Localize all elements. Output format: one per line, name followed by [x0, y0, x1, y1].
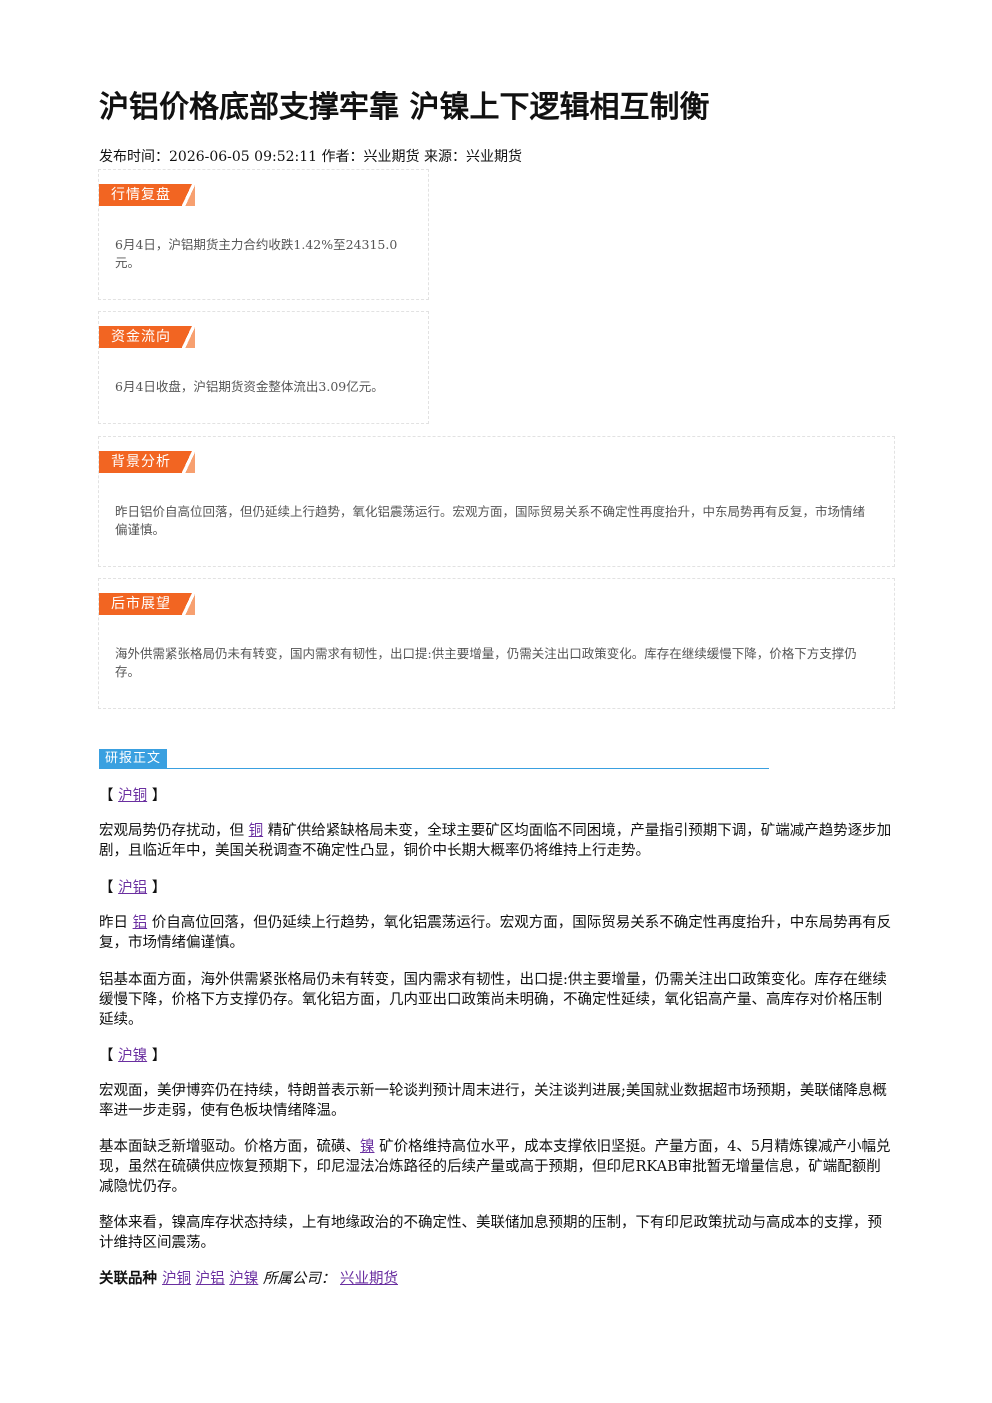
section-market-review: 行情复盘 6月4日，沪铝期货主力合约收跌1.42%至24315.0元。	[98, 169, 429, 300]
section-text: 昨日铝价自高位回落，但仍延续上行趋势，氧化铝震荡运行。宏观方面，国际贸易关系不确…	[115, 504, 866, 537]
report-divider	[99, 768, 769, 769]
related-link-aluminum[interactable]: 沪铝	[195, 1271, 225, 1287]
section-text: 6月4日收盘，沪铝期货资金整体流出3.09亿元。	[115, 379, 384, 394]
related-label: 关联品种	[99, 1270, 163, 1287]
related-products: 关联品种 沪铜 沪铝 沪镍 所属公司： 兴业期货	[99, 1269, 894, 1289]
section-outlook: 后市展望 海外供需紧张格局仍未有转变，国内需求有韧性，出口提:供主要增量，仍需关…	[98, 578, 895, 709]
copper-paragraph: 宏观局势仍存扰动，但 铜 精矿供给紧缺格局未变，全球主要矿区均面临不同困境，产量…	[99, 823, 892, 859]
aluminum-paragraph-2: 铝基本面方面，海外供需紧张格局仍未有转变，国内需求有韧性，出口提:供主要增量，仍…	[99, 972, 887, 1028]
company-link[interactable]: 兴业期货	[340, 1271, 398, 1287]
section-tag: 行情复盘	[99, 184, 195, 206]
bracket-open: 【	[99, 880, 119, 896]
nickel-heading: 【 沪镍 】	[99, 1046, 894, 1066]
section-background: 背景分析 昨日铝价自高位回落，但仍延续上行趋势，氧化铝震荡运行。宏观方面，国际贸…	[98, 436, 895, 567]
section-tag: 后市展望	[99, 593, 195, 615]
copper-inline-link[interactable]: 铜	[248, 823, 264, 839]
report-body-label: 研报正文	[99, 749, 168, 769]
page-title: 沪铝价格底部支撑牢靠 沪镍上下逻辑相互制衡	[99, 90, 710, 125]
company-label: 所属公司：	[262, 1271, 336, 1287]
section-tag: 资金流向	[99, 326, 195, 348]
bracket-open: 【	[99, 788, 119, 804]
aluminum-heading: 【 沪铝 】	[99, 878, 894, 898]
related-link-copper[interactable]: 沪铜	[162, 1271, 192, 1287]
bracket-close: 】	[147, 788, 167, 804]
copper-heading: 【 沪铜 】	[99, 786, 894, 806]
aluminum-paragraph-1: 昨日 铝 价自高位回落，但仍延续上行趋势，氧化铝震荡运行。宏观方面，国际贸易关系…	[99, 915, 892, 951]
aluminum-inline-link[interactable]: 铝	[132, 915, 148, 931]
nickel-paragraph-3: 整体来看，镍高库存状态持续，上有地缘政治的不确定性、美联储加息预期的压制，下有印…	[99, 1215, 882, 1251]
related-link-nickel[interactable]: 沪镍	[229, 1271, 259, 1287]
copper-link[interactable]: 沪铜	[118, 788, 148, 804]
nickel-paragraph-2: 基本面缺乏新增驱动。价格方面，硫磺、镍 矿价格维持高位水平，成本支撑依旧坚挺。产…	[99, 1139, 891, 1195]
section-text: 6月4日，沪铝期货主力合约收跌1.42%至24315.0元。	[115, 237, 398, 270]
bracket-close: 】	[147, 1048, 167, 1064]
nickel-inline-link[interactable]: 镍	[360, 1139, 375, 1155]
aluminum-link[interactable]: 沪铝	[118, 880, 148, 896]
section-fund-flow: 资金流向 6月4日收盘，沪铝期货资金整体流出3.09亿元。	[98, 311, 429, 424]
bracket-close: 】	[147, 880, 167, 896]
section-text: 海外供需紧张格局仍未有转变，国内需求有韧性，出口提:供主要增量，仍需关注出口政策…	[115, 646, 857, 679]
publish-meta: 发布时间：2026-06-05 09:52:11 作者：兴业期货 来源：兴业期货	[99, 149, 522, 165]
nickel-link[interactable]: 沪镍	[118, 1048, 148, 1064]
section-tag: 背景分析	[99, 451, 195, 473]
bracket-open: 【	[99, 1048, 119, 1064]
nickel-paragraph-1: 宏观面，美伊博弈仍在持续，特朗普表示新一轮谈判预计周末进行，关注谈判进展;美国就…	[99, 1083, 887, 1119]
